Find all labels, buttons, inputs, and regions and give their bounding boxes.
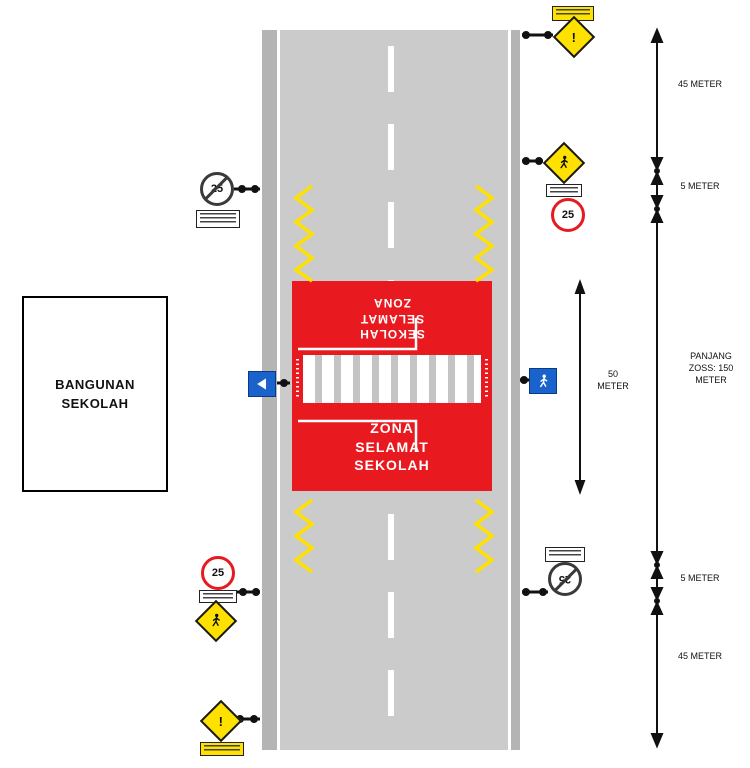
zone-marking-top-inverted: SEKOLAH SELAMAT ZONA — [292, 281, 492, 355]
speed-limit-25-sign: 25 — [551, 198, 585, 232]
dim-label-top-45m: 45 METER — [678, 79, 723, 89]
pedestrian-icon — [556, 154, 573, 173]
crossing-end-text-marks — [485, 359, 488, 399]
crossing-location-sign-left — [248, 371, 276, 397]
left-arrow-icon — [257, 378, 266, 390]
dim-label-bottom-45m: 45 METER — [678, 651, 723, 661]
crossing-end-text-marks — [296, 359, 299, 399]
sign-plate — [196, 210, 240, 228]
zone-text-line: SEKOLAH — [354, 457, 430, 474]
dim-label-bottom-5m: 5 METER — [680, 573, 720, 583]
dim-label-total-length: PANJANG ZOSS: 150 METER — [688, 351, 734, 386]
plate-text-lines — [556, 9, 590, 17]
speed-limit-25-sign: 25 — [201, 556, 235, 590]
end-speed-limit-25-sign-inverted: 25 — [548, 562, 582, 596]
school-building-label: BANGUNAN SEKOLAH — [55, 376, 135, 412]
plate-text-lines — [204, 745, 240, 752]
sign-plate — [200, 742, 244, 756]
exclamation-icon: ! — [571, 29, 577, 45]
zebra-crossing — [303, 355, 481, 403]
hazard-warning-sign: ! — [552, 15, 596, 59]
crossing-end-marker-right — [481, 355, 492, 403]
end-speed-limit-25-sign: 25 — [200, 172, 234, 206]
plate-text-lines — [200, 213, 236, 224]
speed-limit-value: 25 — [561, 209, 575, 221]
crossing-location-sign-right — [529, 368, 557, 394]
zone-text-line: SELAMAT — [355, 438, 429, 455]
zone-text-line: SELAMAT — [359, 311, 425, 326]
speed-limit-value: 25 — [211, 567, 225, 579]
sign-plate — [545, 547, 585, 562]
plate-text-lines — [550, 187, 578, 193]
zone-marking-bottom: ZONA SELAMAT SEKOLAH — [292, 403, 492, 491]
dim-label-top-5m: 5 METER — [680, 181, 720, 191]
pedestrian-crossing-warning-sign — [194, 599, 238, 643]
dim-label-zone-50m: 50 METER — [597, 369, 629, 392]
end-limit-slash — [204, 175, 229, 201]
main-dimension-line — [650, 27, 664, 749]
pedestrian-icon — [208, 612, 225, 631]
sign-plate — [546, 184, 582, 197]
hazard-warning-sign: ! — [199, 699, 243, 743]
zone-50m-dimension-arrow — [574, 279, 586, 495]
crossing-end-marker-left — [292, 355, 303, 403]
zone-text-line: ZONA — [373, 296, 411, 311]
plate-text-lines — [549, 550, 581, 558]
school-building-box: BANGUNAN SEKOLAH — [22, 296, 168, 492]
pedestrian-crossing-warning-sign — [542, 141, 586, 185]
plate-text-lines — [203, 593, 233, 599]
zone-text-line: SEKOLAH — [359, 327, 425, 342]
zone-text-line: ZONA — [370, 419, 414, 436]
pedestrian-icon — [539, 373, 547, 387]
exclamation-icon: ! — [218, 713, 224, 729]
end-limit-slash — [553, 567, 578, 593]
